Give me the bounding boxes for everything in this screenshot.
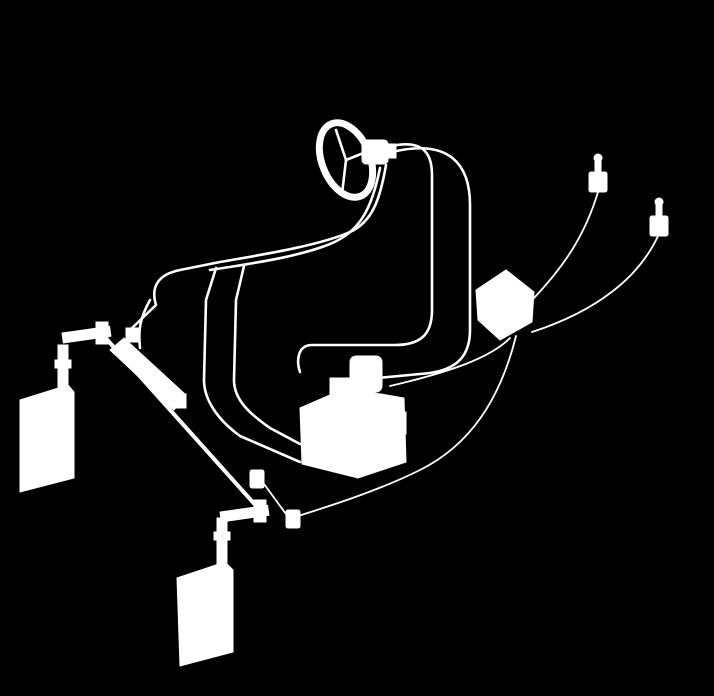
wire-joystick-2	[531, 235, 659, 333]
power-unit-motor	[349, 355, 383, 393]
sensor-1	[249, 469, 265, 489]
sensor-2	[285, 509, 301, 529]
hydraulic-power-unit	[299, 355, 407, 479]
joystick-2-knob	[654, 197, 664, 207]
joystick-1-base	[588, 171, 608, 193]
rudder-starboard-collar	[213, 531, 231, 541]
control-box-body	[475, 269, 535, 341]
rudder-port	[19, 321, 112, 493]
sensor-1-body	[249, 469, 265, 489]
rudder-starboard-stock	[216, 517, 228, 567]
hydraulic-line-helm-a	[296, 143, 434, 374]
steering-cylinder-mount	[125, 327, 141, 343]
hydraulic-line-cyl-c	[138, 298, 152, 350]
rudder-port-collar	[54, 359, 72, 369]
wire-control-to-pump	[389, 337, 511, 387]
joystick-2-base	[649, 215, 669, 237]
hydraulic-line-cyl-a	[202, 266, 302, 464]
sensor-2-body	[285, 509, 301, 529]
rudder-port-stock	[57, 344, 69, 394]
power-unit-tank	[299, 387, 407, 479]
steering-wheel-spoke-1	[334, 128, 348, 162]
hydraulic-line-helm-c	[128, 163, 388, 332]
hydraulic-line-helm-d	[208, 166, 382, 272]
steering-cylinder-end	[171, 393, 187, 409]
joystick-1-knob	[593, 153, 603, 163]
control-box	[475, 269, 535, 341]
steering-wheel-spoke-2	[340, 158, 348, 196]
rudder-starboard-blade	[176, 561, 234, 667]
power-unit-side-block	[391, 411, 407, 435]
rudder-port-blade	[19, 384, 75, 493]
wire-control-to-sensor	[297, 335, 517, 517]
helm-pump	[361, 139, 397, 165]
joystick-2	[649, 197, 669, 237]
hydraulic-line-helm-b	[376, 146, 472, 380]
wire-joystick-1	[533, 191, 599, 299]
joystick-1	[588, 153, 608, 193]
steering-cylinder	[109, 327, 187, 411]
hydraulic-line-cyl-b	[232, 264, 302, 446]
wire-sensor-link	[263, 483, 287, 515]
rudder-starboard	[176, 499, 270, 667]
power-unit-valve	[329, 377, 353, 397]
